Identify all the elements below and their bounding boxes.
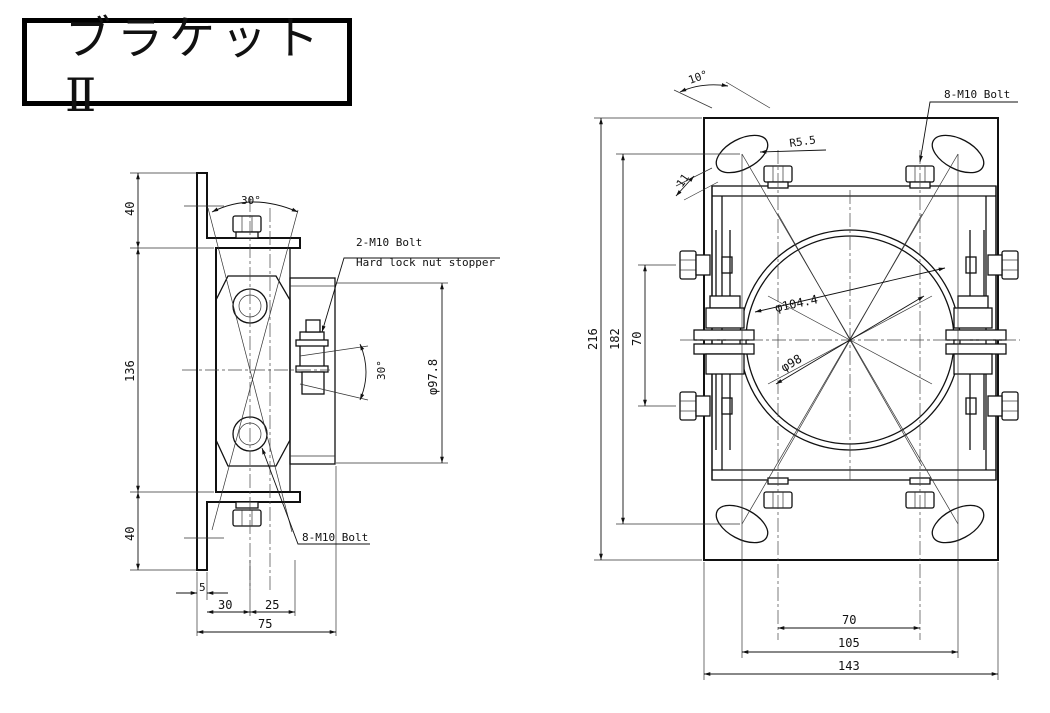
drawing-title: ブラケットⅡ [65,11,325,122]
dim-top-flange: 40 [123,202,137,216]
dim-diameter: φ97.8 [426,359,440,395]
dim-total-width: 75 [258,617,272,631]
note-bolt-2: 8-M10 Bolt [302,531,368,544]
front-view: φ104.4 φ98 10° R5.5 11 8-M10 Bolt [586,68,1020,680]
dim-offset-25: 25 [265,598,279,612]
dim-slot-width: 11 [674,171,692,189]
angle-top-label: 30° [241,194,261,207]
title-box: ブラケットⅡ [22,11,352,122]
dim-slot-angle: 10° [687,68,710,87]
dim-slot-span: 105 [838,636,860,650]
angle-side-label: 30° [375,360,388,380]
dim-inner-diameter: φ98 [779,352,805,375]
dim-middle: 136 [123,360,137,382]
dim-bottom-flange: 40 [123,527,137,541]
side-view: 30° 30° 40 136 40 φ97.8 [123,172,500,636]
dim-pipe-bolt-span: 70 [630,332,644,346]
dim-thickness: 5 [199,581,206,594]
note-bolt: 2-M10 Bolt [356,236,422,249]
dim-bolt-span-height: 182 [608,328,622,350]
dim-inner-bolt-span: 70 [842,613,856,627]
dim-radius: R5.5 [789,133,817,150]
dim-total-height: 216 [586,328,600,350]
dim-front-total-width: 143 [838,659,860,673]
dim-offset-30: 30 [218,598,232,612]
note-stopper: Hard lock nut stopper [356,256,495,269]
note-front-bolt: 8-M10 Bolt [944,88,1010,101]
